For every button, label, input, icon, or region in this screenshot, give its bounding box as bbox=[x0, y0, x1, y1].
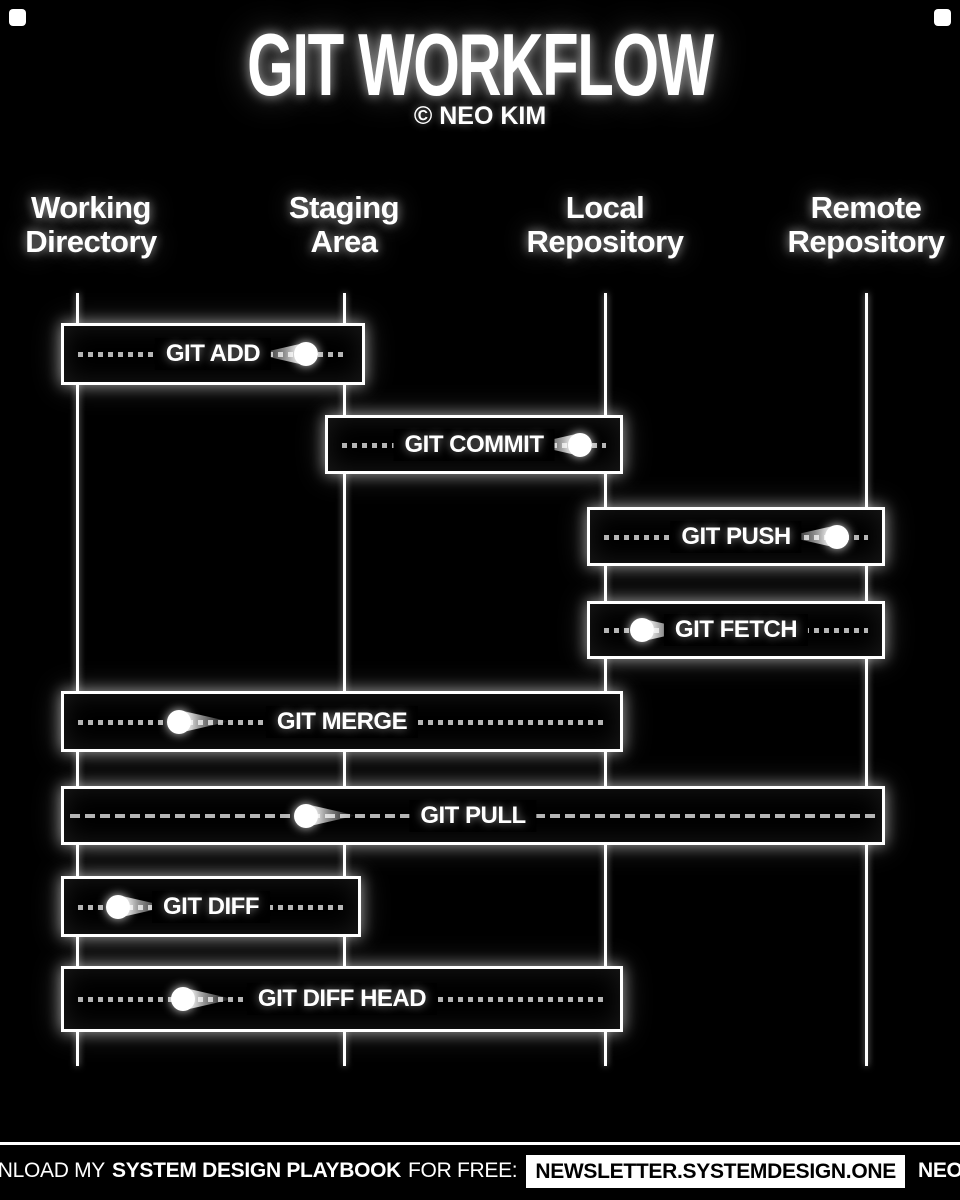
command-label: GIT FETCH bbox=[663, 614, 809, 646]
lifeline-remote-repository bbox=[865, 293, 868, 1066]
author-name: NEO KIM bbox=[917, 1159, 960, 1182]
footer: DOWNLOAD MY SYSTEM DESIGN PLAYBOOK FOR F… bbox=[0, 1150, 960, 1192]
credit-line: © NEO KIM bbox=[413, 102, 547, 130]
command-box-git-pull: GIT PULL bbox=[61, 786, 885, 845]
command-box-git-commit: GIT COMMIT bbox=[325, 415, 623, 474]
footer-text-playbook: SYSTEM DESIGN PLAYBOOK bbox=[112, 1159, 402, 1182]
command-label: GIT DIFF HEAD bbox=[246, 983, 438, 1015]
page-title: GIT WORKFLOW bbox=[247, 15, 714, 114]
lifeline-local-repository bbox=[604, 293, 607, 1066]
moving-dot-right bbox=[825, 524, 849, 549]
command-box-git-diff: GIT DIFF bbox=[61, 876, 361, 937]
command-label: GIT PUSH bbox=[670, 520, 802, 553]
moving-dot-left bbox=[167, 709, 191, 734]
lifeline-working-directory bbox=[76, 293, 79, 1066]
command-box-git-push: GIT PUSH bbox=[587, 507, 885, 566]
moving-dot-left bbox=[171, 987, 195, 1011]
command-label: GIT MERGE bbox=[265, 705, 419, 738]
footer-text-for-free: FOR FREE: bbox=[408, 1159, 518, 1182]
corner-mark-left bbox=[9, 9, 26, 26]
command-box-git-merge: GIT MERGE bbox=[61, 691, 623, 752]
moving-dot-right bbox=[294, 342, 318, 366]
command-box-git-add: GIT ADD bbox=[61, 323, 365, 385]
moving-dot-left bbox=[630, 618, 654, 642]
corner-mark-right bbox=[934, 9, 951, 26]
command-box-git-diff-head: GIT DIFF HEAD bbox=[61, 966, 623, 1032]
newsletter-link[interactable]: NEWSLETTER.SYSTEMDESIGN.ONE bbox=[526, 1154, 905, 1188]
command-label: GIT PULL bbox=[409, 799, 537, 832]
moving-dot-right bbox=[568, 432, 592, 457]
footer-text-download: DOWNLOAD MY bbox=[0, 1159, 106, 1182]
lifeline-staging-area bbox=[343, 293, 346, 1066]
moving-dot-left bbox=[294, 803, 318, 828]
footer-divider bbox=[0, 1142, 960, 1145]
command-label: GIT COMMIT bbox=[393, 428, 555, 461]
command-box-git-fetch: GIT FETCH bbox=[587, 601, 885, 659]
command-label: GIT ADD bbox=[154, 338, 272, 370]
moving-dot-left bbox=[106, 894, 130, 919]
command-label: GIT DIFF bbox=[152, 890, 270, 923]
